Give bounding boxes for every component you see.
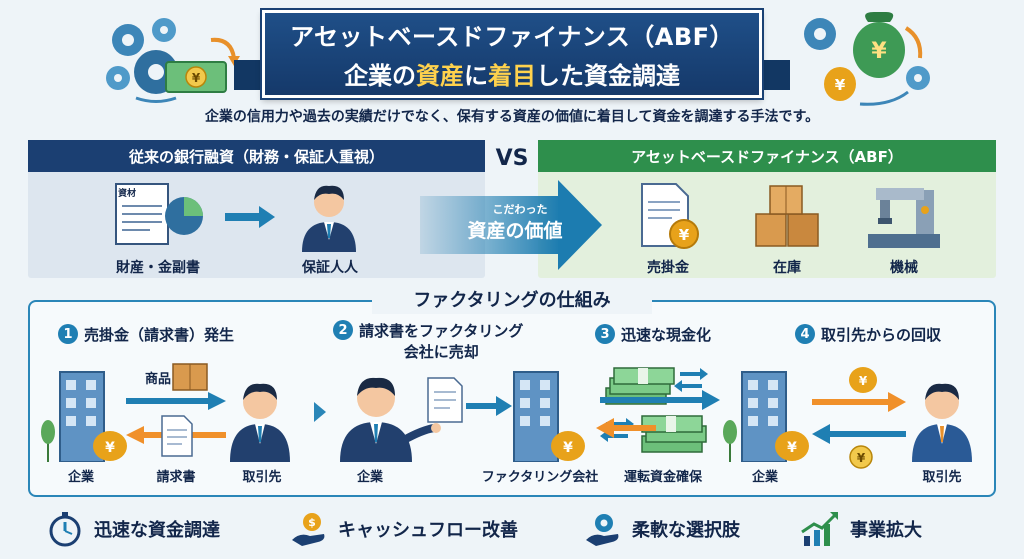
document-tag-label: 資材 <box>118 189 137 199</box>
left-item-label-2: 保証人人 <box>302 260 358 276</box>
financial-document-icon <box>115 183 203 245</box>
title-line-2: 企業の資産に着目した資金調達 <box>344 62 680 90</box>
arrow-collect-right <box>812 392 906 412</box>
traditional-loan-header: 従来の銀行融資（財務・保証人重視） <box>28 140 485 172</box>
money-bag-icon-step4: ¥ <box>849 367 877 393</box>
svg-text:¥: ¥ <box>679 226 690 244</box>
gears-money-illustration-left: ¥ <box>106 18 240 103</box>
right-item-label-2: 在庫 <box>773 260 801 276</box>
right-arrow-icon <box>225 206 275 228</box>
abf-header: アセットベースドファイナンス（ABF） <box>538 140 996 172</box>
company-building-icon-3: ¥ <box>723 371 809 462</box>
cash-stack-icon-2 <box>600 415 707 453</box>
svg-text:$: $ <box>308 516 316 529</box>
label-company-2: 企業 <box>356 470 383 485</box>
svg-text:¥: ¥ <box>192 71 201 85</box>
invoice-doc-icon-1 <box>161 415 193 457</box>
svg-text:¥: ¥ <box>835 76 846 94</box>
hand-coin-icon: $ <box>292 513 325 546</box>
vs-label: VS <box>495 146 529 171</box>
big-arrow-body <box>420 196 560 254</box>
big-arrow-head <box>558 180 602 270</box>
receivables-icon: ¥ <box>641 183 699 249</box>
machine-icon <box>868 188 940 248</box>
invoice-label: 請求書 <box>156 470 196 485</box>
arrow-cash-left <box>596 418 656 438</box>
factoring-title: ファクタリングの仕組み <box>372 286 652 314</box>
title-line-1: アセットベースドファイナンス（ABF） <box>289 23 735 51</box>
benefit-expansion: 事業拡大 <box>800 510 922 548</box>
benefit-cashflow: $ キャッシュフロー改善 <box>290 510 518 548</box>
label-company-3: 企業 <box>751 470 778 485</box>
arrow-sell-invoice-right <box>466 396 512 416</box>
label-partner-2: 取引先 <box>922 470 962 485</box>
right-item-label-1: 売掛金 <box>647 260 689 276</box>
yen-coin-icon: ¥ <box>849 445 873 469</box>
guarantor-person-icon <box>302 185 356 252</box>
company-person-handing-invoice-icon <box>340 377 441 462</box>
svg-text:¥: ¥ <box>563 440 573 456</box>
arrow-small-text: こだわった <box>492 203 548 216</box>
label-working-capital: 運転資金確保 <box>623 470 702 485</box>
left-item-label-1: 財産・金副書 <box>116 260 200 276</box>
svg-text:¥: ¥ <box>105 440 115 456</box>
arrow-big-text: 資産の価値 <box>467 220 563 242</box>
arrow-cash-right <box>600 390 720 410</box>
stopwatch-icon <box>49 512 81 547</box>
company-building-icon-1: ¥ <box>41 371 127 462</box>
goods-label: 商品 <box>144 372 171 387</box>
svg-text:¥: ¥ <box>859 374 868 388</box>
benefit-fast-funding: 迅速な資金調達 <box>46 510 220 548</box>
step-chevron-icon <box>314 402 326 422</box>
goods-box-icon <box>172 363 208 391</box>
subtitle: 企業の信用力や過去の実績だけでなく、保有する資産の価値に着目して資金を調達する手… <box>204 109 820 125</box>
factoring-company-building-icon: ¥ <box>513 371 585 462</box>
arrow-goods-right <box>126 392 226 410</box>
arrow-payment-left <box>812 424 906 444</box>
partner-person-icon-1 <box>230 383 290 462</box>
svg-text:¥: ¥ <box>871 39 887 64</box>
gear-hand-icon <box>586 514 619 546</box>
gears-money-bags-illustration-right: ¥ ¥ <box>804 12 930 106</box>
svg-text:¥: ¥ <box>857 451 866 465</box>
label-factoring-company: ファクタリング会社 <box>481 470 599 485</box>
title-banner: アセットベースドファイナンス（ABF） 企業の資産に着目した資金調達 <box>262 10 762 98</box>
svg-text:¥: ¥ <box>787 440 797 456</box>
partner-person-icon-2 <box>912 383 972 462</box>
invoice-doc-icon-2 <box>427 377 463 423</box>
growth-chart-icon <box>801 512 838 546</box>
benefit-flexible: 柔軟な選択肢 <box>584 510 740 548</box>
step-2: 2 請求書をファクタリング 会社に売却 <box>333 320 523 362</box>
right-item-label-3: 機械 <box>890 260 918 276</box>
label-company-1: 企業 <box>67 470 94 485</box>
inventory-boxes-icon <box>755 185 819 247</box>
label-partner-1: 取引先 <box>242 470 282 485</box>
